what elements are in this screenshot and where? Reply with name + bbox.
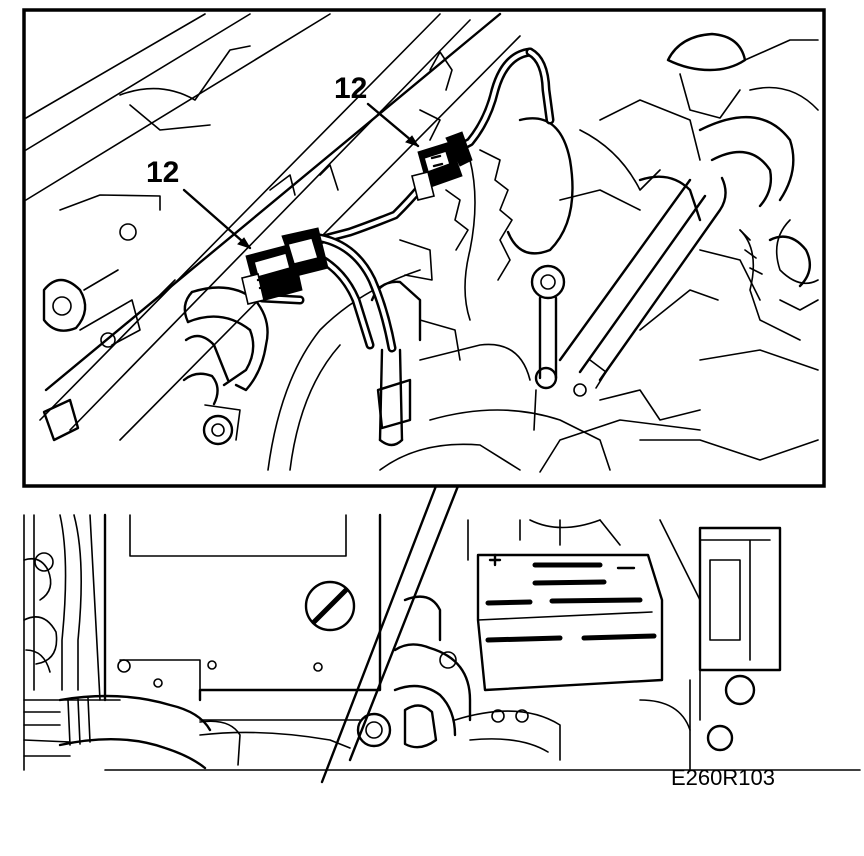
wiring-harness [257,47,555,447]
callout-label-upper: 12 [334,72,367,105]
connector-12-lower [241,227,329,305]
callout-leaders [182,102,420,250]
overview-drawing [23,513,861,771]
zoom-leader-lines [320,484,460,784]
callout-label-lower: 12 [146,156,179,189]
connector-12-upper [411,131,473,201]
figure-id: E260R103 [671,765,775,790]
